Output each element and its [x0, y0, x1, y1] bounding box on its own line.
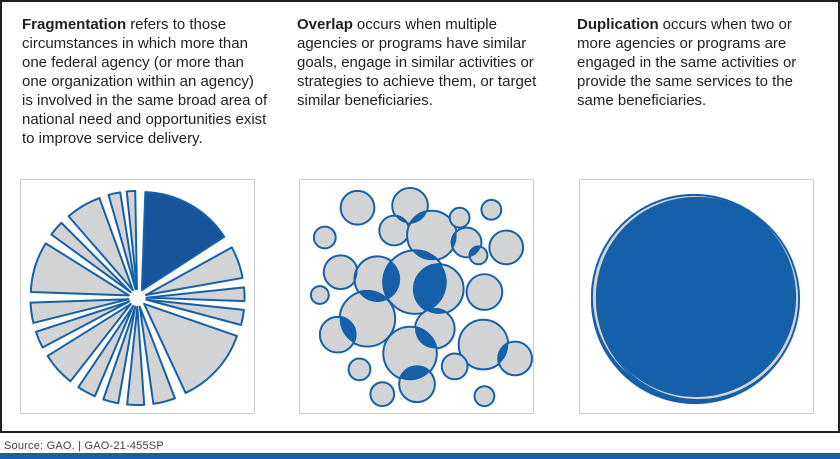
fragmentation-pie [29, 189, 246, 407]
overlap-diagram-box [299, 179, 534, 414]
source-text: Source: GAO. | GAO-21-455SP [4, 440, 164, 452]
duplication-diagram-box [579, 179, 814, 414]
definition-duplication-text: occurs when two or more agencies or prog… [577, 16, 797, 109]
footer-accent-bar [0, 453, 840, 459]
term-fragmentation: Fragmentation [22, 16, 127, 33]
definition-fragmentation-text: refers to those circumstances in which m… [22, 16, 268, 147]
definition-overlap-text: occurs when multiple agencies or program… [297, 16, 537, 109]
fragmentation-diagram-box [20, 179, 255, 414]
term-duplication: Duplication [577, 16, 659, 33]
term-overlap: Overlap [297, 16, 353, 33]
duplication-circles [590, 193, 801, 405]
overlap-circles [309, 186, 533, 408]
